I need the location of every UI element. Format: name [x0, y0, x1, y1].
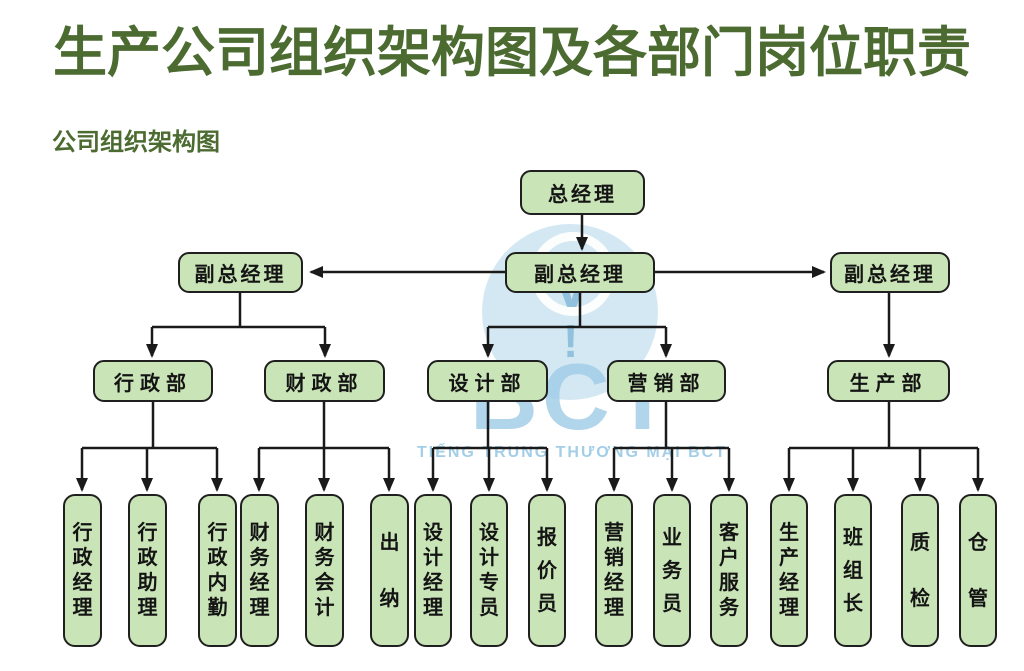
node-label: 副总经理: [844, 264, 936, 286]
node-label: 客户服务: [719, 522, 739, 619]
node-deputy-gm-right: 副总经理: [830, 252, 950, 293]
node-label: 财务会计: [314, 522, 335, 619]
node-label: 副总经理: [534, 264, 626, 286]
node-label: 设计经理: [423, 522, 443, 619]
node-label: 副总经理: [194, 264, 287, 286]
node-label: 财务经理: [249, 522, 270, 619]
node-finance-accountant: 财务会计: [305, 494, 344, 647]
node-label: 行政部: [114, 372, 192, 395]
node-admin-assistant: 行政助理: [128, 494, 167, 647]
node-label: 生产部: [849, 372, 928, 395]
node-finance-dept: 财政部: [264, 360, 385, 402]
node-customer-service: 客户服务: [710, 494, 748, 647]
node-label: 行政助理: [137, 522, 158, 619]
section-heading: 公司组织架构图: [52, 129, 220, 156]
node-production-dept: 生产部: [827, 360, 950, 402]
node-label: 报价员: [537, 526, 557, 615]
node-label: 设计部: [448, 372, 527, 395]
node-admin-clerk: 行政内勤: [198, 494, 237, 647]
node-marketing-manager: 营销经理: [595, 494, 633, 647]
node-cashier: 出纳: [370, 494, 409, 647]
node-label: 总经理: [548, 184, 617, 206]
node-label: 行政经理: [72, 522, 93, 619]
page-title: 生产公司组织架构图及各部门岗位职责: [53, 23, 971, 83]
node-admin-manager: 行政经理: [63, 494, 102, 647]
node-label: 质检: [910, 531, 930, 610]
node-finance-manager: 财务经理: [240, 494, 279, 647]
node-salesperson: 业务员: [653, 494, 691, 647]
node-deputy-gm-middle: 副总经理: [505, 252, 655, 293]
node-label: 行政内勤: [207, 522, 228, 619]
node-label: 设计专员: [479, 522, 499, 619]
node-label: 营销经理: [604, 522, 624, 619]
node-team-leader: 班组长: [834, 494, 872, 647]
node-quality-inspector: 质检: [901, 494, 939, 647]
node-general-manager: 总经理: [520, 170, 645, 215]
node-label: 财政部: [285, 372, 364, 395]
node-quotation-clerk: 报价员: [528, 494, 566, 647]
node-marketing-dept: 营销部: [607, 360, 726, 402]
watermark-exclamation-icon: !: [563, 315, 579, 367]
node-label: 班组长: [843, 526, 863, 615]
node-label: 出纳: [379, 531, 400, 610]
node-label: 营销部: [627, 372, 706, 395]
node-label: 生产经理: [779, 522, 799, 619]
node-design-manager: 设计经理: [414, 494, 452, 647]
node-label: 仓管: [968, 531, 988, 610]
node-warehouse-keeper: 仓管: [959, 494, 997, 647]
node-design-dept: 设计部: [427, 360, 548, 402]
node-label: 业务员: [662, 526, 682, 615]
node-deputy-gm-left: 副总经理: [178, 252, 303, 293]
node-design-specialist: 设计专员: [470, 494, 508, 647]
node-production-manager: 生产经理: [770, 494, 808, 647]
node-admin-dept: 行政部: [93, 360, 213, 402]
